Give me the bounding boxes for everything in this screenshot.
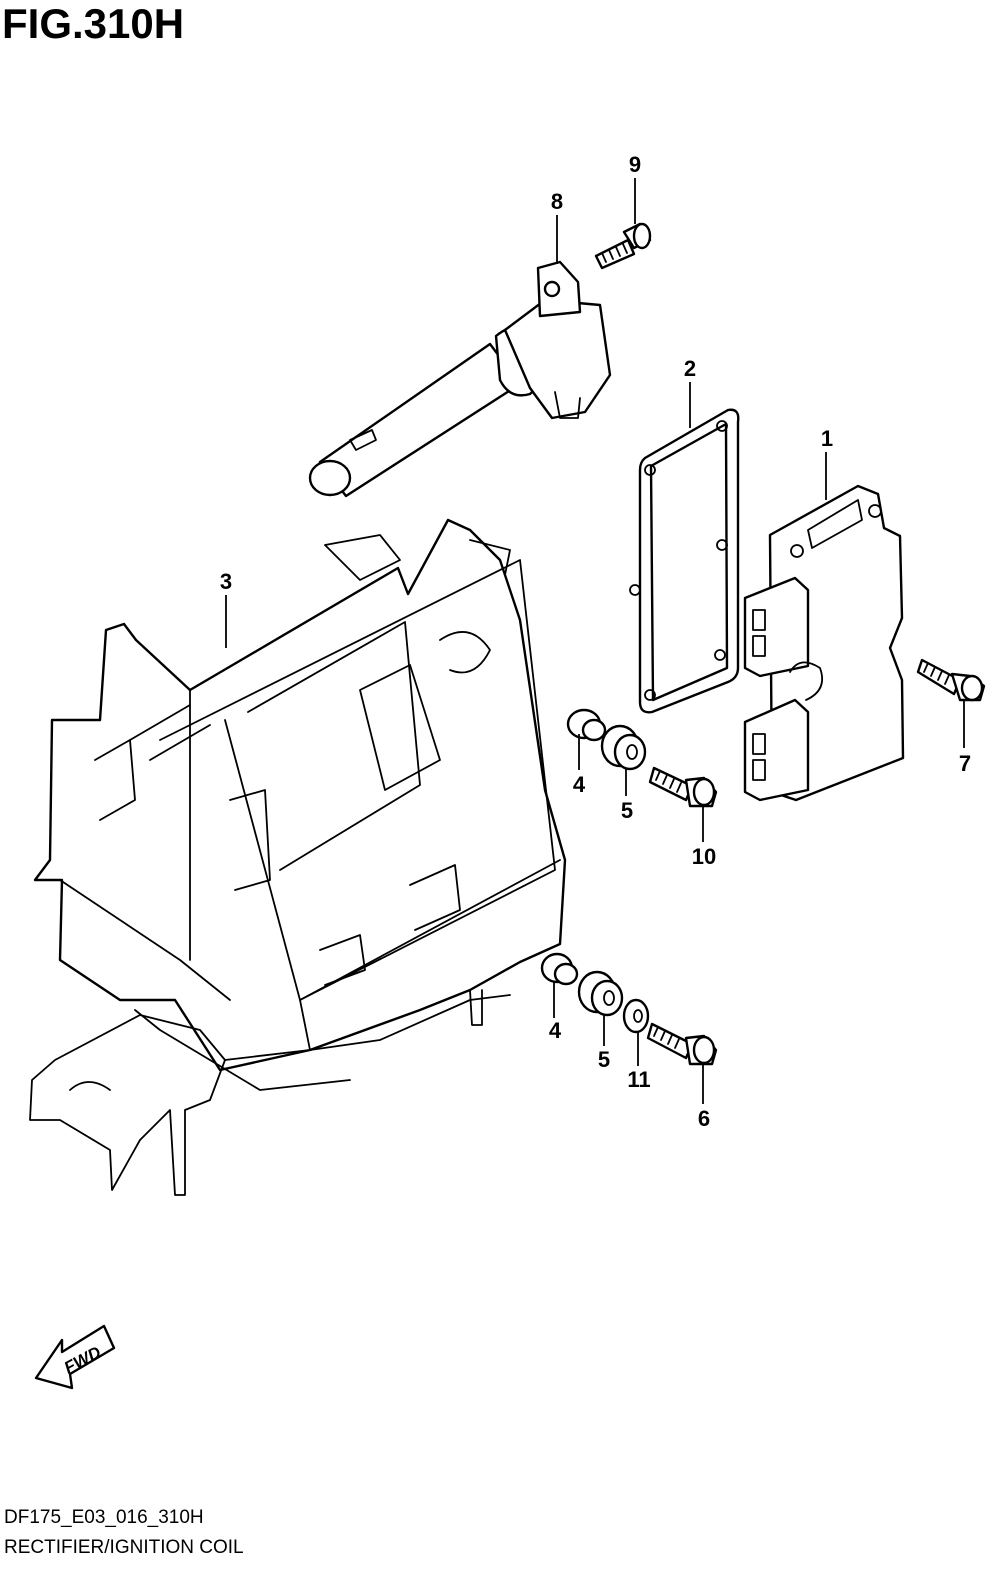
callout-5-lower: 5: [598, 1047, 610, 1072]
grommet-part-5-upper[interactable]: [600, 724, 647, 771]
figure-title: FIG.310H: [2, 0, 185, 47]
bolt-part-9[interactable]: [594, 222, 652, 270]
callout-labels: 1 2 3 4 5 10 4 5 11 6 7 8 9: [220, 152, 971, 1131]
callout-2: 2: [684, 356, 696, 381]
callout-6: 6: [698, 1106, 710, 1131]
gasket-part-2[interactable]: [629, 408, 740, 714]
rectifier-part-1[interactable]: [743, 484, 905, 802]
fwd-direction-arrow: FWD: [34, 1324, 116, 1390]
callout-8: 8: [551, 189, 563, 214]
bolt-part-6[interactable]: [646, 1022, 718, 1066]
callout-5-upper: 5: [621, 798, 633, 823]
callout-4-upper: 4: [573, 772, 586, 797]
collar-part-4-upper[interactable]: [566, 708, 607, 742]
callout-9: 9: [629, 152, 641, 177]
callout-4-lower: 4: [549, 1018, 562, 1043]
figure-name: RECTIFIER/IGNITION COIL: [4, 1537, 244, 1558]
callout-1: 1: [821, 426, 833, 451]
callout-3: 3: [220, 569, 232, 594]
callout-11: 11: [627, 1067, 650, 1092]
figure-code: DF175_E03_016_310H: [4, 1507, 204, 1528]
leader-lines: [225, 178, 965, 1104]
callout-7: 7: [959, 751, 971, 776]
ignition-coil-part-8[interactable]: [308, 260, 612, 498]
washer-part-11[interactable]: [622, 998, 650, 1034]
collar-part-4-lower[interactable]: [540, 952, 579, 986]
bracket-part-3[interactable]: [29, 518, 567, 1196]
bolt-part-10[interactable]: [648, 766, 718, 808]
grommet-part-5-lower[interactable]: [577, 970, 624, 1017]
callout-10: 10: [692, 844, 716, 869]
bolt-part-7[interactable]: [916, 658, 986, 702]
